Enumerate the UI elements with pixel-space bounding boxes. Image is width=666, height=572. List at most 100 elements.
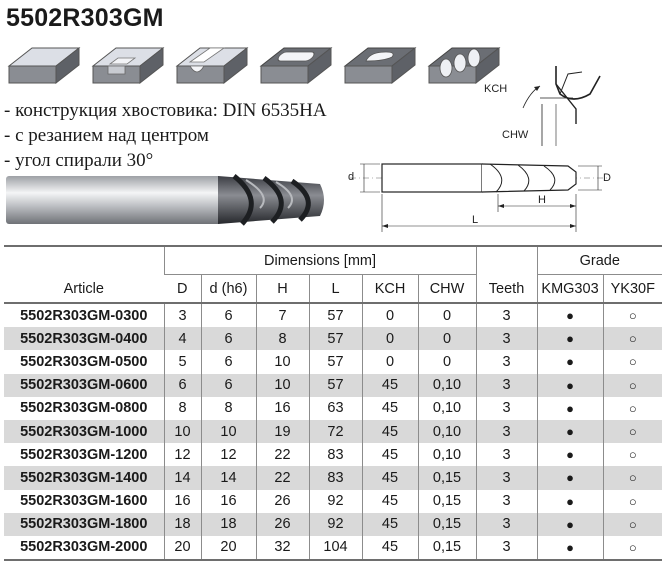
cutting-diameter-cell: 12 [163,443,201,467]
end-mill-drawing: d D H L [348,163,611,232]
grade-header-kmg303: KMG303 [536,274,604,303]
grade-kmg303-cell: ● [536,535,604,561]
drilling-icon [427,46,501,85]
flute-length-cell: 8 [255,327,309,351]
table-header: Article Dimensions [mm] Teeth Grade D d … [4,246,663,303]
column-header-CHW: CHW [417,274,477,303]
cutting-diameter-cell: 16 [163,489,201,513]
flute-length-cell: 22 [255,443,309,467]
teeth-cell: 3 [475,489,538,513]
flute-length-cell: 7 [255,303,309,328]
chamfer-angle-cell: 45 [361,489,418,513]
shank-diameter-cell: 18 [200,512,256,536]
overall-length-label: L [472,214,478,226]
shank-diameter-cell: 16 [200,489,256,513]
column-header-H: H [255,274,309,303]
cutting-diameter-cell: 10 [163,419,201,444]
article-cell: 5502R303GM-0500 [20,353,148,370]
grade-yk30f-cell: ○ [602,443,663,467]
teeth-cell: 3 [475,443,538,467]
teeth-cell: 3 [475,535,538,561]
specification-table: Article Dimensions [mm] Teeth Grade D d … [4,245,663,561]
cutting-diameter-cell: 8 [163,396,201,420]
pocket-milling-icon [259,46,333,85]
kch-label: KCH [484,83,507,95]
article-cell: 5502R303GM-0600 [20,377,148,394]
grade-kmg303-cell: ● [536,327,604,351]
overall-length-cell: 83 [308,443,362,467]
flute-length-cell: 26 [255,512,309,536]
chamfer-width-cell: 0,10 [417,443,477,467]
article-cell: 5502R303GM-0800 [20,400,148,417]
overall-length-cell: 57 [308,350,362,374]
grade-kmg303-cell: ● [536,512,604,536]
article-cell: 5502R303GM-1800 [20,516,148,533]
chamfer-width-cell: 0,15 [417,535,477,561]
grade-yk30f-cell: ○ [602,396,663,420]
grade-yk30f-cell: ○ [602,535,663,561]
grade-yk30f-cell: ○ [602,489,663,513]
cutting-diameter-cell: 14 [163,466,201,490]
grade-kmg303-cell: ● [536,303,604,328]
chamfer-angle-cell: 0 [361,303,418,328]
grade-kmg303-cell: ● [536,419,604,444]
teeth-cell: 3 [475,327,538,351]
flute-length-cell: 10 [255,350,309,374]
chamfer-angle-cell: 45 [361,535,418,561]
flute-length-cell: 19 [255,419,309,444]
plunge-pocket-icon [343,46,417,85]
grade-kmg303-cell: ● [536,373,604,397]
grade-yk30f-cell: ○ [602,303,663,328]
flute-length-cell: 32 [255,535,309,561]
article-cell: 5502R303GM-0400 [20,330,148,347]
teeth-cell: 3 [475,303,538,328]
overall-length-cell: 83 [308,466,362,490]
grade-yk30f-cell: ○ [602,419,663,444]
product-title: 5502R303GM [6,4,164,32]
slot-milling-icon [91,46,165,85]
chamfer-width-cell: 0,10 [417,419,477,444]
cutting-diameter-label: D [603,172,611,184]
cutting-diameter-cell: 5 [163,350,201,374]
chamfer-width-cell: 0 [417,303,477,328]
shank-diameter-cell: 12 [200,443,256,467]
chamfer-width-cell: 0,15 [417,466,477,490]
shank-diameter-cell: 6 [200,373,256,397]
article-cell: 5502R303GM-1000 [20,423,148,440]
end-mill-photo [6,174,324,226]
article-header: Article [63,281,104,297]
flute-length-cell: 10 [255,373,309,397]
chamfer-width-cell: 0,15 [417,512,477,536]
column-header-KCH: KCH [361,274,418,303]
shank-diameter-cell: 6 [200,327,256,351]
cutting-diameter-cell: 3 [163,303,201,328]
cutting-diameter-cell: 6 [163,373,201,397]
overall-length-cell: 104 [308,535,362,561]
cutting-diameter-cell: 4 [163,327,201,351]
chamfer-angle-cell: 45 [361,419,418,444]
article-cell: 5502R303GM-0300 [20,307,148,324]
feature-item: - с резанием над центром [4,125,209,146]
chamfer-width-cell: 0 [417,350,477,374]
chamfer-width-cell: 0,10 [417,373,477,397]
chamfer-angle-cell: 45 [361,373,418,397]
teeth-cell: 3 [475,512,538,536]
teeth-cell: 3 [475,419,538,444]
article-cell: 5502R303GM-2000 [20,539,148,556]
grade-kmg303-cell: ● [536,396,604,420]
shank-diameter-cell: 6 [200,350,256,374]
grade-yk30f-cell: ○ [602,512,663,536]
overall-length-cell: 92 [308,512,362,536]
grade-yk30f-cell: ○ [602,466,663,490]
chamfer-width-cell: 0 [417,327,477,351]
grade-kmg303-cell: ● [536,350,604,374]
